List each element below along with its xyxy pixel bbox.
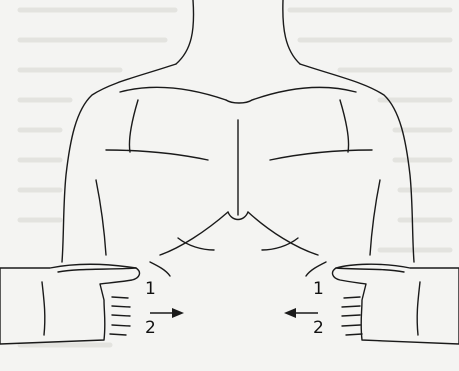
right-shoulder-outline (300, 64, 414, 262)
label-right-step-1: 1 (313, 281, 324, 298)
right-chest-contour (340, 100, 349, 152)
right-clavicle (252, 87, 356, 100)
left-forearm (0, 264, 139, 344)
right-lower-rib (306, 262, 326, 276)
left-clavicle (120, 87, 226, 100)
left-shoulder-outline (62, 64, 176, 262)
right-costal-margin (248, 212, 318, 255)
left-fingertip-marks (110, 297, 130, 335)
right-inner-arm (370, 180, 380, 255)
left-arrow (150, 308, 184, 318)
right-fingertip-marks (342, 297, 362, 335)
right-hand (333, 264, 459, 344)
label-left-step-2: 2 (145, 320, 156, 337)
label-right-step-2: 2 (313, 320, 324, 337)
sternal-notch (226, 100, 252, 103)
right-pectoral (270, 150, 372, 160)
right-arrow (284, 308, 318, 318)
neck-left (176, 0, 194, 64)
left-costal-margin (160, 212, 228, 255)
left-pectoral (106, 150, 208, 160)
left-inner-arm (96, 180, 106, 255)
right-forearm (333, 264, 459, 344)
left-lower-rib (150, 262, 170, 276)
left-hand (0, 264, 139, 344)
left-chest-contour (129, 100, 138, 152)
label-left-step-1: 1 (145, 281, 156, 298)
